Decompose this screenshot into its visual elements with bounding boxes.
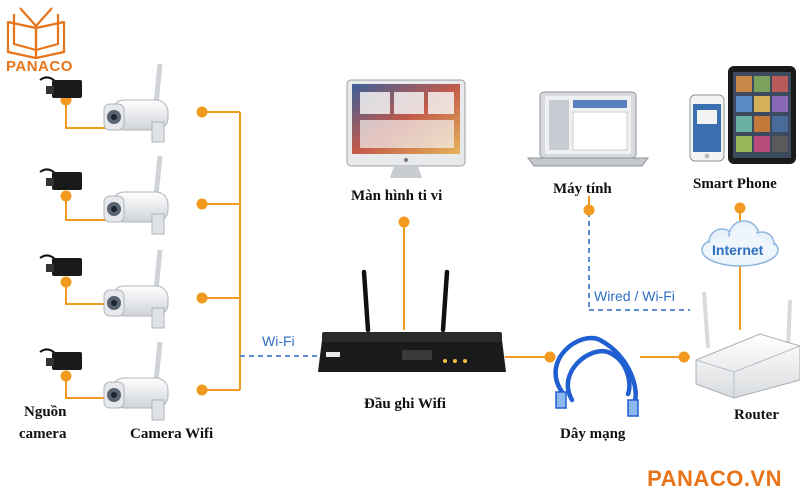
camera-wifi-label: Camera Wifi <box>130 426 214 442</box>
router-label: Router <box>734 407 779 423</box>
wired-wifi-dashed-link <box>588 212 690 311</box>
camera-connection-lines <box>202 111 241 391</box>
cloud-icon <box>701 220 779 267</box>
monitor-label: Màn hình ti vi <box>351 188 443 204</box>
bullet-camera-icon <box>103 63 169 421</box>
internet-label: Internet <box>712 242 764 258</box>
logo-text: PANACO <box>6 58 73 75</box>
computer-label: Máy tính <box>553 181 612 197</box>
power-cord-lines <box>65 100 108 399</box>
cable-label: Dây mạng <box>560 426 626 442</box>
ethernet-cable-icon <box>553 335 639 417</box>
wifi-link-label: Wi-Fi <box>262 333 295 349</box>
power-label: Nguồn <box>24 404 67 420</box>
wired-wifi-link-label: Wired / Wi-Fi <box>594 288 675 304</box>
tablet-icon <box>728 66 796 164</box>
camera-word-label: camera <box>19 426 67 442</box>
nvr-label: Đầu ghi Wifi <box>364 396 446 412</box>
smartphone-icon <box>689 94 725 162</box>
imac-monitor-icon <box>346 79 466 178</box>
power-adapter-icon <box>39 76 82 370</box>
smartphone-label: Smart Phone <box>693 176 777 192</box>
nvr-recorder-icon <box>318 269 506 372</box>
open-book-icon <box>6 7 66 60</box>
laptop-icon <box>527 91 649 167</box>
watermark-text: PANACO.VN <box>647 466 782 491</box>
router-icon <box>695 291 800 399</box>
